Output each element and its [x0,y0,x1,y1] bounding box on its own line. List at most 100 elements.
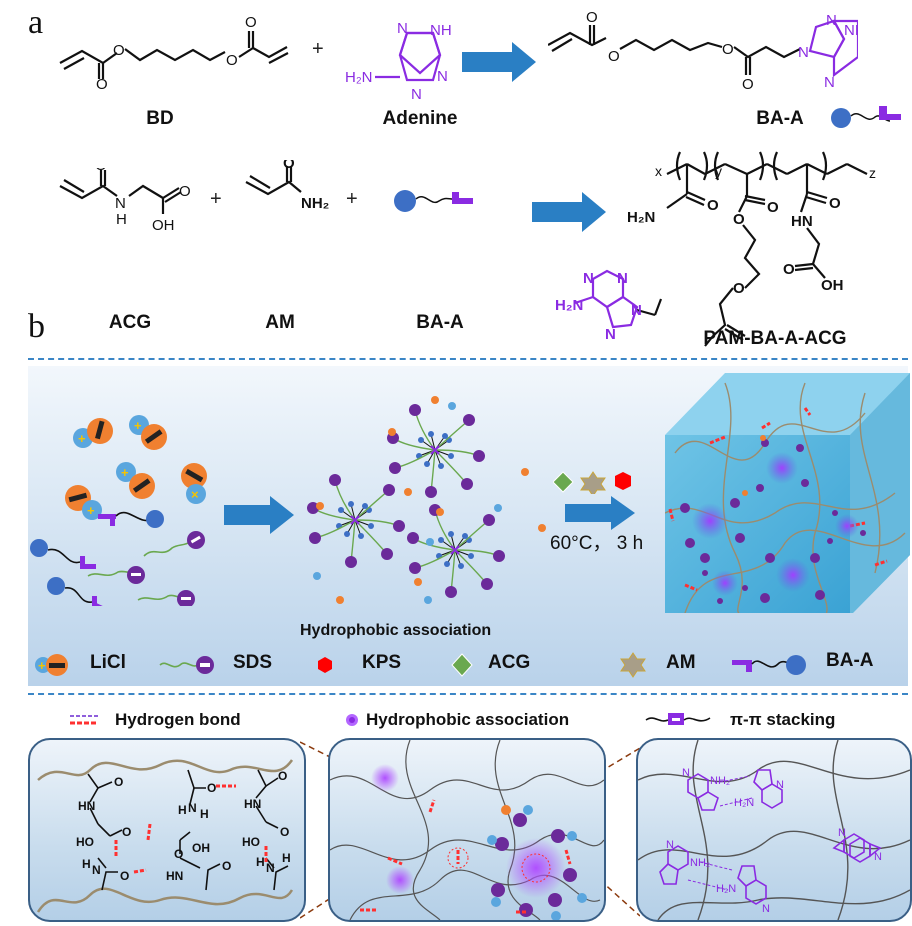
svg-text:O: O [283,160,295,172]
svg-text:N: N [762,903,770,915]
section-divider [28,358,908,360]
hydrophobic-association-title: Hydrophobic association [366,710,570,729]
svg-text:HO: HO [76,835,94,849]
pi-stacking-chain-icon [645,713,711,725]
hydrogel-cube [665,373,910,613]
svg-text:O: O [608,48,620,65]
svg-text:O: O [280,825,289,839]
ba-a-monomer-icon [394,190,473,212]
svg-text:NH: NH [430,22,452,39]
acg-structure: O N H O OH [59,168,190,234]
hydrogen-bond-panel: O HN HO O O H N H O HN HO O O OH H N O H… [28,738,306,922]
svg-text:O: O [95,168,107,174]
svg-text:O: O [96,76,108,90]
svg-text:O: O [733,211,745,228]
svg-text:H: H [256,855,265,869]
svg-text:H₂N: H₂N [555,297,583,314]
svg-text:+: + [134,418,142,433]
svg-text:H: H [116,211,127,228]
bd-label: BD [146,108,174,129]
pam-adenine-unit: N N H₂N N N [555,269,663,343]
svg-text:N: N [92,863,101,877]
svg-text:N: N [397,20,408,37]
svg-text:HN: HN [791,213,813,230]
pi-pi-stacking-title: π-π stacking [730,710,836,729]
svg-text:NH₂: NH₂ [301,195,329,212]
pi-pi-stacking-panel: NH₂ H₂N NH₂ H₂N N N N N N N [636,738,912,922]
svg-text:O: O [174,847,183,861]
svg-text:H: H [200,807,209,821]
section-divider [28,693,908,695]
svg-text:+: + [38,658,46,673]
zoom-connector-left [300,741,340,919]
hydrophobic-association-caption: Hydrophobic association [300,622,492,639]
svg-text:+: + [78,431,86,446]
svg-text:HN: HN [166,869,183,883]
reaction-condition: 60°C， 3 h [550,533,644,554]
hydrogen-bond-marks [114,784,268,874]
svg-text:H₂N: H₂N [734,797,754,809]
svg-text:N: N [605,326,616,343]
process-arrow-2 [565,496,635,530]
svg-text:O: O [245,14,257,31]
svg-text:OH: OH [152,217,175,234]
ba-a-structure: O O O O N N N NH₂ [548,9,858,93]
svg-text:O: O [226,52,238,69]
svg-text:O: O [122,825,131,839]
ba-a-monomer-icon [98,510,164,528]
micelle-network [330,740,604,920]
svg-text:N: N [666,839,674,851]
svg-text:N: N [874,851,882,863]
hydrophobic-association-panel [328,738,606,922]
svg-text:O: O [829,195,841,212]
svg-text:NH₂: NH₂ [710,775,730,787]
svg-text:H: H [178,803,187,817]
reactant-mixture: + + + + × [30,415,207,606]
licl-ion-pair-icon: + [35,654,68,676]
acg-label: ACG [108,312,152,333]
svg-text:H₂N: H₂N [345,69,373,86]
svg-text:HN: HN [78,799,95,813]
micelle-cluster [306,396,546,604]
legend-label-licl: LiCl [90,652,126,673]
svg-text:O: O [207,781,216,795]
svg-text:HO: HO [242,835,260,849]
svg-text:O: O [722,41,734,58]
svg-text:N: N [824,74,835,91]
svg-text:O: O [114,775,123,789]
legend-row: + LiCl SDS KPS ACG AM BA-A [30,650,900,680]
svg-text:O: O [222,859,231,873]
legend-label-am: AM [666,652,696,673]
svg-text:O: O [179,183,190,200]
ba-a-adenine-hook-icon [879,106,901,120]
legend-label-kps: KPS [362,652,402,673]
svg-text:OH: OH [821,277,844,294]
svg-text:H: H [82,857,91,871]
ba-a-monomer-icon [732,655,806,675]
reaction-arrow-2 [532,192,606,232]
sds-surfactant-icon [159,656,214,674]
svg-text:O: O [742,76,754,93]
plus-sign: + [312,38,324,60]
svg-text:O: O [278,769,287,783]
khaki-star-icon [580,471,606,494]
ba-a-label-2: BA-A [416,312,464,333]
svg-text:N: N [682,767,690,779]
svg-text:×: × [191,487,199,502]
am-label: AM [265,312,295,333]
svg-text:H₂N: H₂N [627,209,655,226]
svg-text:N: N [583,270,594,287]
ba-a-label: BA-A [756,108,804,129]
svg-text:+: + [121,465,129,480]
svg-text:+: + [87,503,95,518]
svg-text:O: O [767,199,779,216]
svg-text:N: N [776,779,784,791]
hydrogen-bond-title: Hydrogen bond [115,710,241,729]
sds-surfactant-icon [143,531,205,557]
svg-text:O: O [707,197,719,214]
svg-text:O: O [586,9,598,26]
svg-text:O: O [783,261,795,278]
plus-sign: + [346,188,358,210]
legend-label-acg: ACG [488,652,531,673]
red-hexagon-icon [615,472,631,490]
